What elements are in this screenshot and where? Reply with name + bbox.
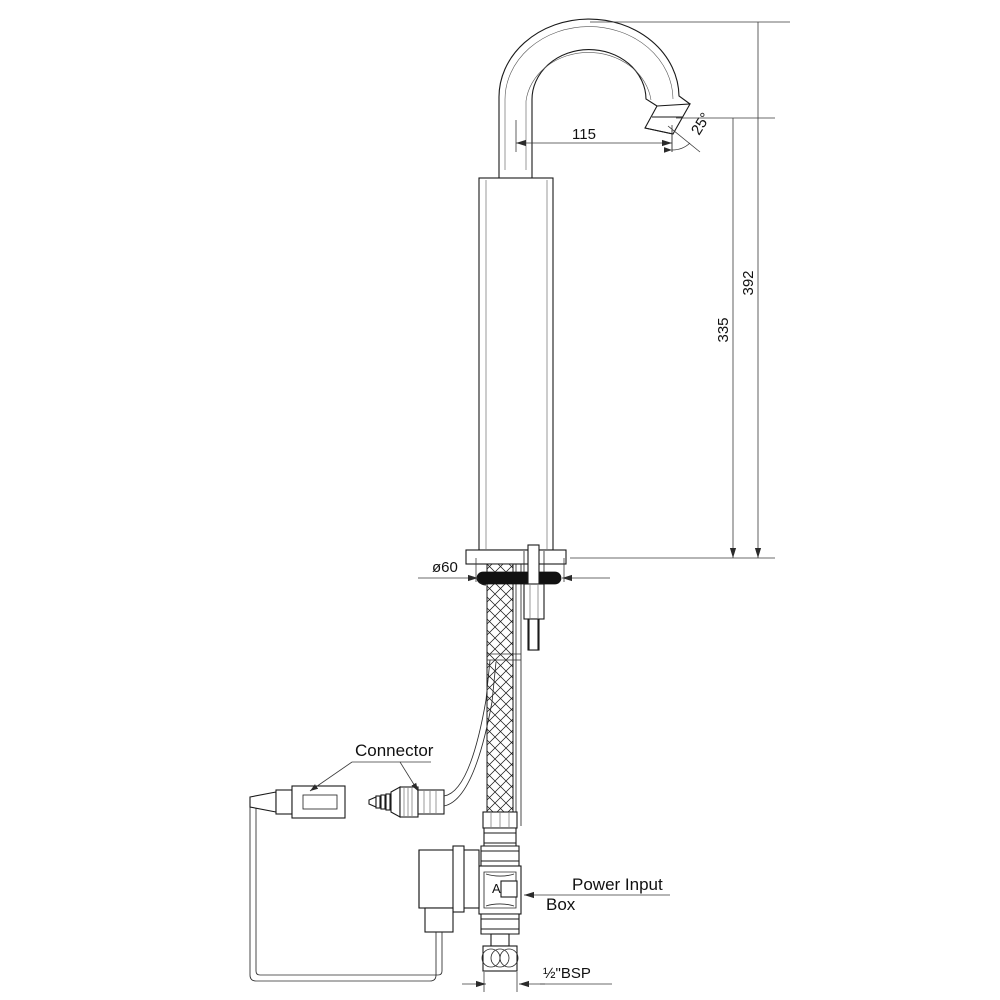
inlet-filter	[481, 945, 519, 972]
dimension-bsp-label: ½"BSP	[543, 965, 591, 982]
curved-spout	[498, 18, 691, 178]
mounting-stud	[523, 544, 545, 651]
valve-mark-label: A	[492, 881, 501, 896]
female-connector	[249, 785, 346, 819]
dimension-base-diameter: ø60	[418, 558, 610, 582]
male-connector	[368, 659, 497, 818]
outlet-tip	[644, 103, 691, 135]
dimension-spout-reach: 115	[515, 120, 673, 152]
dimension-335-label: 335	[715, 317, 732, 342]
dimension-overall-height: 392	[590, 21, 790, 558]
dimension-25deg-label: 25°	[688, 110, 714, 138]
connector-label: Connector	[355, 741, 434, 760]
solenoid-valve	[478, 845, 522, 947]
callout-power-input-box: Power Input Box	[524, 875, 670, 914]
dimension-392-label: 392	[740, 270, 757, 295]
callout-connector: Connector	[309, 741, 434, 792]
solenoid-coil	[418, 845, 480, 933]
braided-hose	[486, 563, 522, 827]
power-input-label-line2: Box	[546, 895, 576, 914]
tap-body	[478, 177, 554, 551]
power-input-label-line1: Power Input	[572, 875, 663, 894]
power-cable	[249, 805, 443, 982]
dimension-d60-label: ø60	[432, 559, 458, 576]
hose-collar	[482, 811, 518, 849]
dimension-inlet-thread: ½"BSP	[462, 965, 612, 992]
mounting-flange	[465, 549, 567, 565]
rubber-gasket	[476, 571, 562, 586]
dimension-outlet-height: 335	[570, 117, 775, 559]
dimension-115-label: 115	[572, 126, 596, 143]
